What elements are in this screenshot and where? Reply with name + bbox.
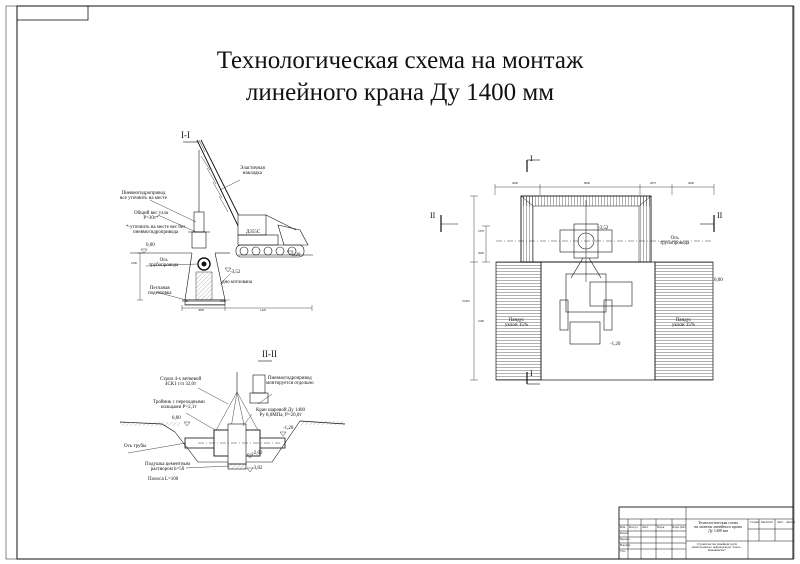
- inner-frame: [16, 5, 794, 560]
- stamp-role-3: Н.контр.: [620, 543, 631, 547]
- elevation-minus-120-II: -1,20: [283, 426, 294, 431]
- stamp-row-5: Подп.: [672, 525, 680, 529]
- elevation-minus-352-label: -3,52: [230, 270, 241, 275]
- stamp-row-4: №док: [657, 525, 665, 529]
- stamp-row-3: Лист: [642, 525, 649, 529]
- crane-model-label: Д355С: [246, 230, 261, 235]
- stamp-role-4: Утв.: [620, 549, 626, 553]
- view-II-II-heading: II-II: [262, 349, 277, 359]
- dim-I-5: 1000: [131, 261, 137, 265]
- plan-drawing: [440, 159, 715, 385]
- stamp-role-2: Провер.: [620, 537, 631, 541]
- stamp-col-scale: Масштаб: [761, 520, 773, 524]
- elevation-minus-120-label: -1,20: [290, 253, 301, 258]
- dim-I-3: 3600: [198, 308, 204, 312]
- cut-mark-right: II: [717, 211, 723, 220]
- page-title: Технологическая схема на монтаж: [216, 47, 584, 74]
- top-left-box: [16, 5, 89, 21]
- stamp-row-2: Кол.уч: [629, 525, 638, 529]
- elevation-0-label: 0,00: [146, 243, 155, 248]
- plan-dim-3: 2975: [650, 181, 656, 185]
- strip-label: Полоса L=100: [148, 477, 179, 482]
- stamp-row-1: Изм.: [620, 525, 626, 529]
- view-I-I-drawing: [130, 139, 313, 311]
- stamp-col-sheets: Листов: [786, 520, 796, 524]
- elevation-minus-382: -3,82: [252, 466, 263, 471]
- pipe-axis-label-II: Ось трубы: [124, 444, 147, 449]
- title-block: [618, 506, 794, 560]
- dim-I-2: 1000: [220, 299, 226, 303]
- plan-dim-2: 8000: [584, 181, 590, 185]
- page-subtitle: линейного крана Ду 1400 мм: [245, 79, 555, 106]
- elevation-0-II: 0,00: [172, 416, 181, 421]
- stamp-role-1: Разраб.: [620, 531, 630, 535]
- cut-mark-left: II: [430, 211, 436, 220]
- plan-dim-5: 2370: [478, 229, 484, 233]
- dim-I-4: 1420: [260, 308, 266, 312]
- plan-dim-6: 2000: [478, 251, 484, 255]
- plan-elevation-minus-352: -3,52: [598, 226, 609, 231]
- dim-I-1: 1000: [182, 299, 188, 303]
- plan-dim-8: 1000: [478, 319, 484, 323]
- view-I-I-heading: I-I: [181, 130, 190, 140]
- cut-mark-bottom: I: [530, 369, 533, 378]
- stamp-col-stage: Стадия: [750, 520, 760, 524]
- elevation-minus-260: -2,60: [252, 451, 263, 456]
- plan-dim-7: 10400: [462, 299, 470, 303]
- stamp-col-sheet: Лист: [777, 520, 784, 524]
- plan-elevation-minus-120: -1,20: [610, 342, 621, 347]
- cut-mark-top: I: [530, 154, 533, 163]
- plan-elevation-0: 0,00: [714, 278, 723, 283]
- stamp-row-6: Дата: [680, 525, 686, 529]
- plan-dim-4: 4000: [688, 181, 694, 185]
- view-II-II-drawing: [119, 360, 346, 473]
- pit-bottom-label: дно котлована: [222, 280, 253, 285]
- plan-dim-1: 4000: [512, 181, 518, 185]
